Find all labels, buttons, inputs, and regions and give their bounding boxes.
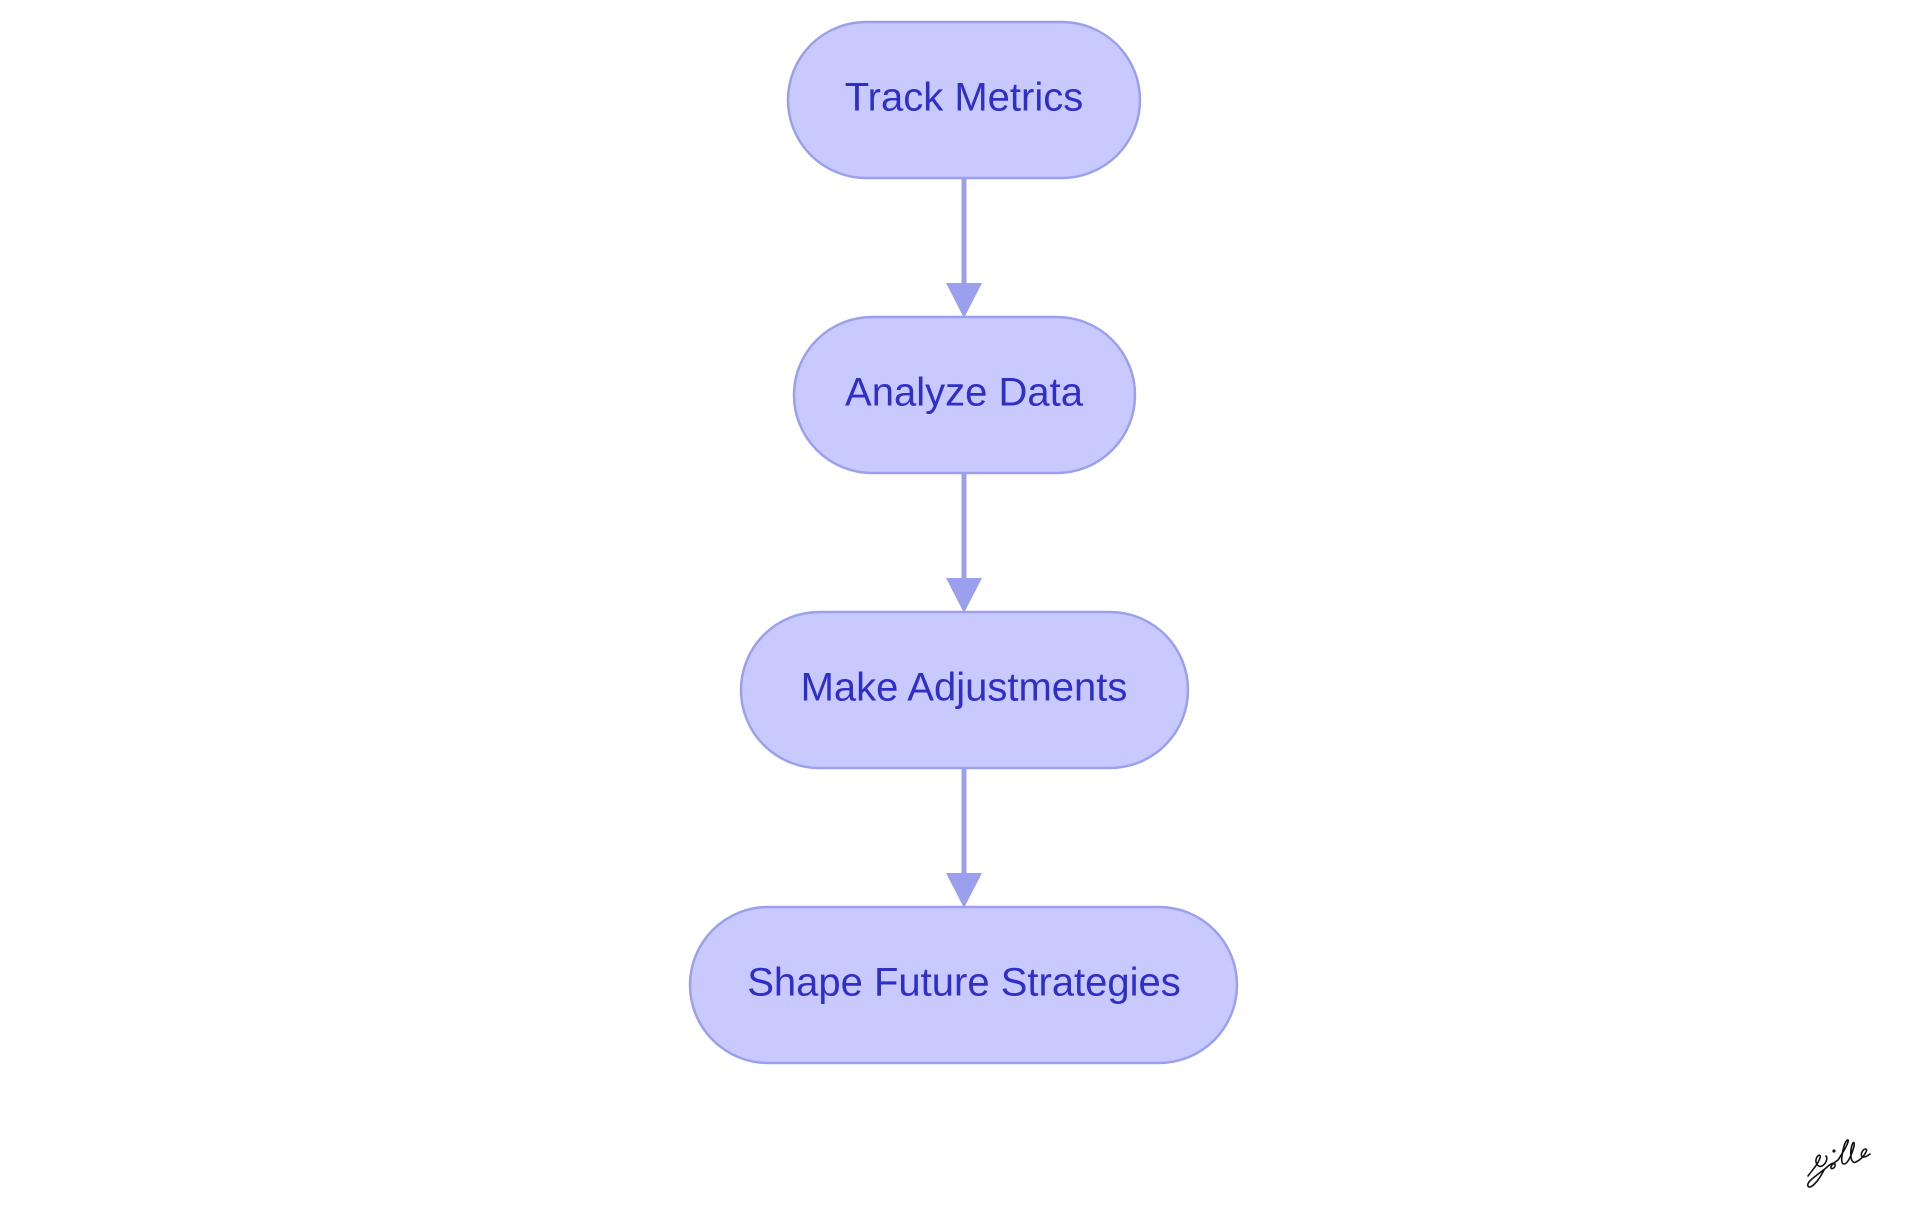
node-shape — [786, 20, 1142, 180]
node-label: Make Adjustments — [801, 666, 1128, 710]
node-shape — [792, 315, 1137, 475]
node-label: Analyze Data — [845, 371, 1084, 415]
node-label: Track Metrics — [845, 76, 1084, 120]
arrowhead-icon — [946, 873, 982, 908]
node-shape — [739, 610, 1190, 770]
node-label: Shape Future Strategies — [747, 961, 1181, 1005]
node-shape — [688, 905, 1239, 1065]
node-track-metrics[interactable]: Track Metrics — [786, 20, 1142, 180]
node-shape-future-strategies[interactable]: Shape Future Strategies — [688, 905, 1239, 1065]
node-analyze-data[interactable]: Analyze Data — [792, 315, 1137, 475]
node-make-adjustments[interactable]: Make Adjustments — [739, 610, 1190, 770]
arrowhead-icon — [946, 578, 982, 613]
signature-dot — [1832, 1149, 1836, 1153]
edges — [946, 179, 982, 908]
arrowhead-icon — [946, 283, 982, 318]
handwritten-signature-icon — [1806, 1139, 1871, 1188]
signature-stroke — [1806, 1139, 1871, 1188]
